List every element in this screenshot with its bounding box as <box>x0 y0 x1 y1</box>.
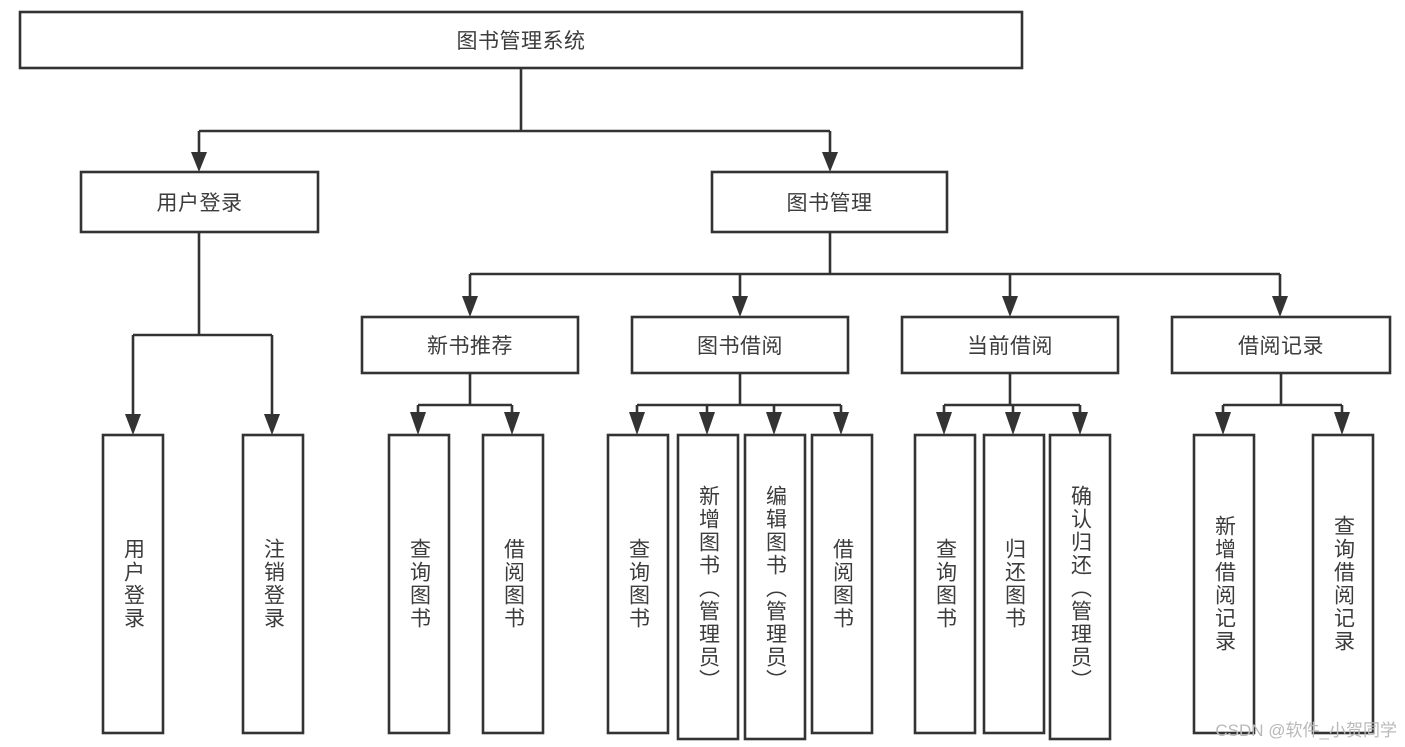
arrow-to-leaf-nbr-1 <box>410 412 426 435</box>
node-book-borrow-box[interactable] <box>630 315 850 375</box>
arrow-to-borrow-record <box>1272 296 1288 317</box>
leaf-box-user-login-2[interactable] <box>241 433 305 735</box>
leaf-box-user-login-1[interactable] <box>101 433 165 735</box>
leaf-box-nbr-2[interactable] <box>481 433 545 735</box>
leaf-box-cb-3[interactable] <box>1048 433 1112 741</box>
node-book-manage-box[interactable] <box>710 170 949 234</box>
arrow-to-user-login <box>191 152 207 172</box>
arrow-to-leaf-cb-2 <box>1005 412 1021 435</box>
arrow-to-leaf-bb-4 <box>833 412 849 435</box>
node-current-borrow-box[interactable] <box>900 315 1120 375</box>
arrow-to-leaf-logout <box>264 414 280 435</box>
arrow-to-leaf-bb-1 <box>629 412 645 435</box>
arrow-to-book-borrow <box>732 296 748 317</box>
arrow-to-leaf-cb-3 <box>1072 412 1088 435</box>
arrow-to-leaf-bb-2 <box>699 412 715 435</box>
leaf-box-br-1[interactable] <box>1192 433 1256 735</box>
leaf-box-bb-3[interactable] <box>743 433 807 741</box>
leaf-box-br-2[interactable] <box>1311 433 1375 735</box>
leaf-box-bb-2[interactable] <box>676 433 740 741</box>
arrow-to-leaf-br-1 <box>1215 412 1231 435</box>
arrow-to-leaf-user-login <box>125 414 141 435</box>
leaf-box-bb-4[interactable] <box>810 433 874 735</box>
node-user-login-box[interactable] <box>79 170 320 234</box>
node-root-box[interactable] <box>18 10 1024 70</box>
leaf-box-bb-1[interactable] <box>606 433 670 735</box>
node-new-book-recommend-box[interactable] <box>360 315 580 375</box>
leaf-box-nbr-1[interactable] <box>387 433 451 735</box>
arrow-to-new-book-recommend <box>462 296 478 317</box>
arrow-to-leaf-bb-3 <box>766 412 782 435</box>
leaf-box-cb-2[interactable] <box>982 433 1046 735</box>
arrow-to-leaf-nbr-2 <box>504 412 520 435</box>
arrow-to-leaf-cb-1 <box>936 412 952 435</box>
leaf-box-cb-1[interactable] <box>913 433 977 735</box>
node-borrow-record-box[interactable] <box>1170 315 1392 375</box>
arrow-to-current-borrow <box>1002 296 1018 317</box>
arrow-to-book-manage <box>822 152 838 172</box>
arrow-to-leaf-br-2 <box>1334 412 1350 435</box>
